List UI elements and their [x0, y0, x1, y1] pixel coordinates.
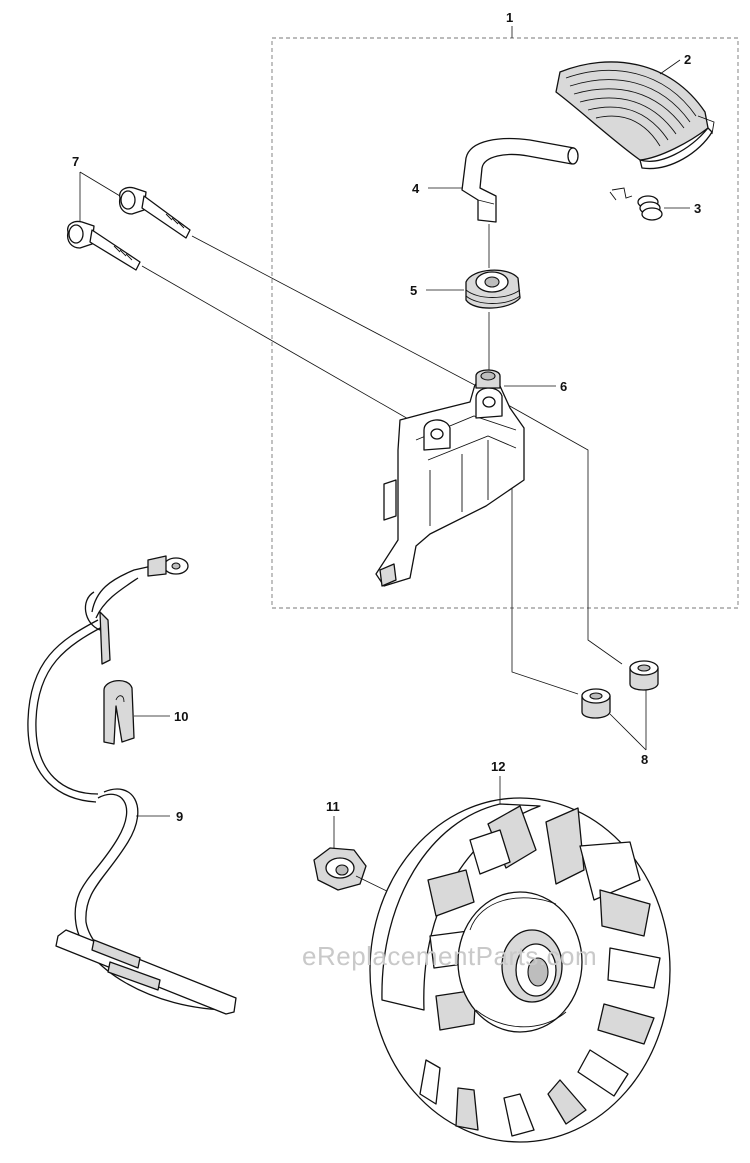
callout-1: 1 [506, 10, 513, 25]
callout-11: 11 [326, 799, 340, 814]
part-2-cover [555, 61, 715, 170]
callout-12: 12 [491, 759, 505, 774]
callout-9: 9 [176, 809, 183, 824]
part-3-spring [609, 187, 663, 221]
callout-numbers: 1 2 3 4 5 6 7 8 9 10 11 12 [72, 10, 701, 824]
part-7-bolt-upper [118, 186, 191, 239]
part-5-grommet [465, 269, 521, 309]
part-12-flywheel [369, 797, 671, 1143]
callout-4: 4 [412, 181, 420, 196]
callout-2: 2 [684, 52, 691, 67]
callout-6: 6 [560, 379, 567, 394]
part-9-wire-harness [27, 555, 237, 1015]
callout-5: 5 [410, 283, 417, 298]
part-11-nut [313, 847, 367, 891]
part-7-bolt-lower [66, 220, 141, 271]
callout-10: 10 [174, 709, 188, 724]
callout-8: 8 [641, 752, 648, 767]
part-8-spacer-right [629, 660, 659, 691]
part-10-clip [103, 680, 135, 745]
ignition-assembly-box [271, 37, 739, 609]
part-6-ignition-module [375, 369, 525, 587]
part-4-tube [461, 137, 579, 223]
callout-leaders [79, 26, 690, 848]
callout-3: 3 [694, 201, 701, 216]
bolt-guide-lines [141, 235, 623, 695]
part-8-spacer-left [581, 688, 611, 719]
watermark: eReplacementParts.com [302, 941, 597, 971]
callout-7: 7 [72, 154, 79, 169]
